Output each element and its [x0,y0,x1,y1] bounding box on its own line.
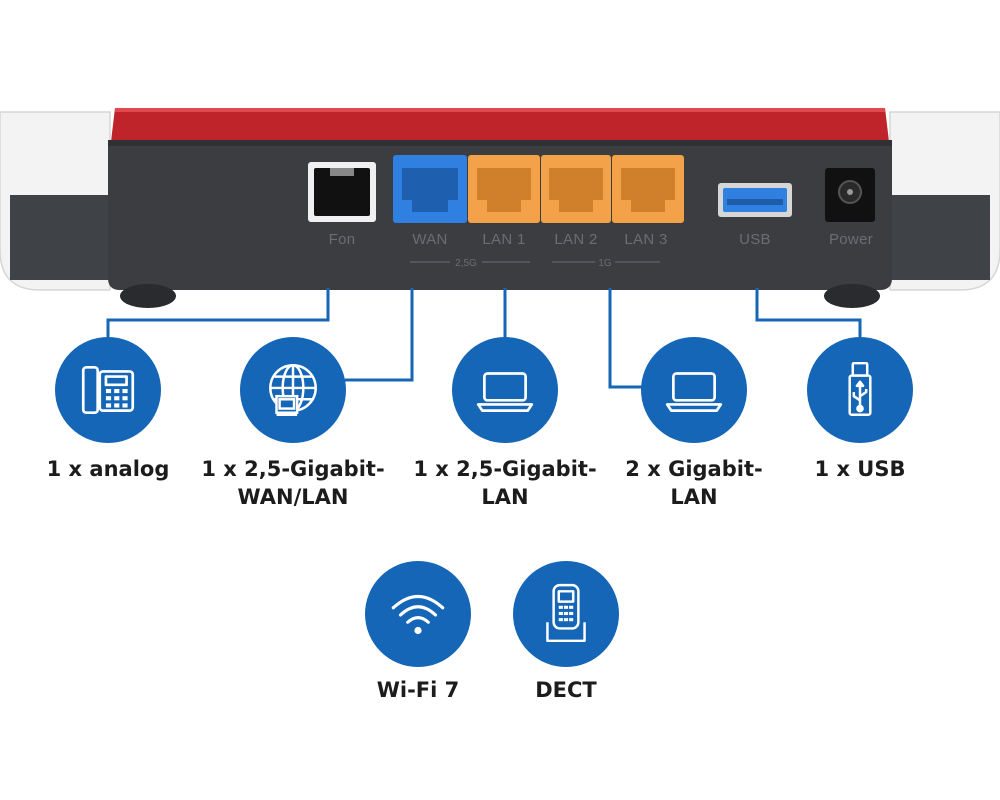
lan3-port-label: LAN 3 [624,231,667,248]
laptop-icon [476,372,534,412]
gigabit-lan-circle [641,337,747,443]
analog-phone-circle [55,337,161,443]
lan3-port[interactable] [612,155,684,223]
wan-port-label: WAN [412,231,447,248]
wifi-icon [391,594,445,635]
lan2-port-label: LAN 2 [554,231,597,248]
feature-label-line: 1 x USB [814,457,906,481]
fon-port-label: Fon [329,231,356,248]
wan-lan-circle [240,337,346,443]
feature-label-line: DECT [535,678,597,702]
feature-label-dect: DECT [535,676,597,704]
globe-computer-icon [269,364,317,416]
group-label-gigabit: 1G [598,258,612,269]
usb-stick-icon [848,361,872,416]
feature-label-line: 2 x Gigabit- [625,457,763,481]
power-port-label: Power [829,231,873,248]
router-left-side [10,195,110,280]
lan1-port-label: LAN 1 [482,231,525,248]
fon-port[interactable] [308,162,376,222]
feature-label-line: 1 x analog [46,457,170,481]
feature-label-line: Wi-Fi 7 [376,678,460,702]
lan2-port[interactable] [541,155,611,223]
feature-label-gigabit-lan: 2 x Gigabit- LAN [625,455,762,511]
dect-phone-icon [546,583,586,643]
feature-label-line: 1 x 2,5-Gigabit- [201,457,385,481]
feature-label-analog: 1 x analog [47,455,170,483]
laptop-icon [665,372,723,412]
feature-label-usb: 1 x USB [815,455,906,483]
feature-label-line: LAN [670,485,718,509]
usb-circle [807,337,913,443]
lan-circle [452,337,558,443]
dect-circle [513,561,619,667]
power-port[interactable] [825,168,875,222]
feature-label-wan-lan: 1 x 2,5-Gigabit- WAN/LAN [201,455,384,511]
router-foot [824,284,880,308]
router-red-top [110,108,890,150]
feature-label-line: 1 x 2,5-Gigabit- [413,457,597,481]
router-foot [120,284,176,308]
telephone-icon [81,365,135,415]
wan-port[interactable] [393,155,467,223]
router-back-panel: Fon WAN LAN 1 LAN 2 LAN 3 USB Power 2,5G… [0,108,1000,308]
feature-label-line: LAN [481,485,529,509]
wifi-circle [365,561,471,667]
router-right-side [890,195,990,280]
usb-port-label: USB [739,231,771,248]
group-label-fast: 2,5G [455,258,477,269]
feature-label-line: WAN/LAN [237,485,349,509]
lan1-port[interactable] [468,155,540,223]
feature-label-lan: 1 x 2,5-Gigabit- LAN [413,455,596,511]
feature-label-wifi: Wi-Fi 7 [377,676,460,704]
usb-port[interactable] [718,183,792,217]
